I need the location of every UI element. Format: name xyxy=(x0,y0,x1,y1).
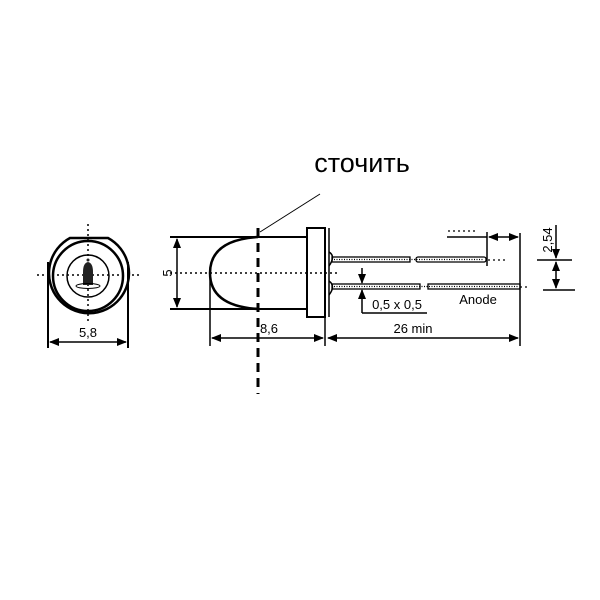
lead-pitch-label: 2,54 xyxy=(540,227,555,252)
diameter-label: 5 xyxy=(160,269,175,276)
lead-pitch-dimension xyxy=(537,225,575,291)
body-length-label: 8,6 xyxy=(260,321,278,336)
side-view xyxy=(170,227,521,346)
anode-lead xyxy=(331,283,528,290)
bell-icon xyxy=(75,258,101,289)
annotation-label: сточить xyxy=(314,148,410,178)
anode-label: Anode xyxy=(459,292,497,307)
lead-length-label: 26 min xyxy=(393,321,432,336)
lead-section-label: 0,5 x 0,5 xyxy=(372,297,422,312)
front-view xyxy=(37,224,142,348)
cathode-lead xyxy=(331,256,505,263)
front-width-label: 5,8 xyxy=(79,325,97,340)
lead-section-dimension xyxy=(358,268,427,314)
leads xyxy=(331,230,528,290)
annotation-leader xyxy=(259,193,321,233)
